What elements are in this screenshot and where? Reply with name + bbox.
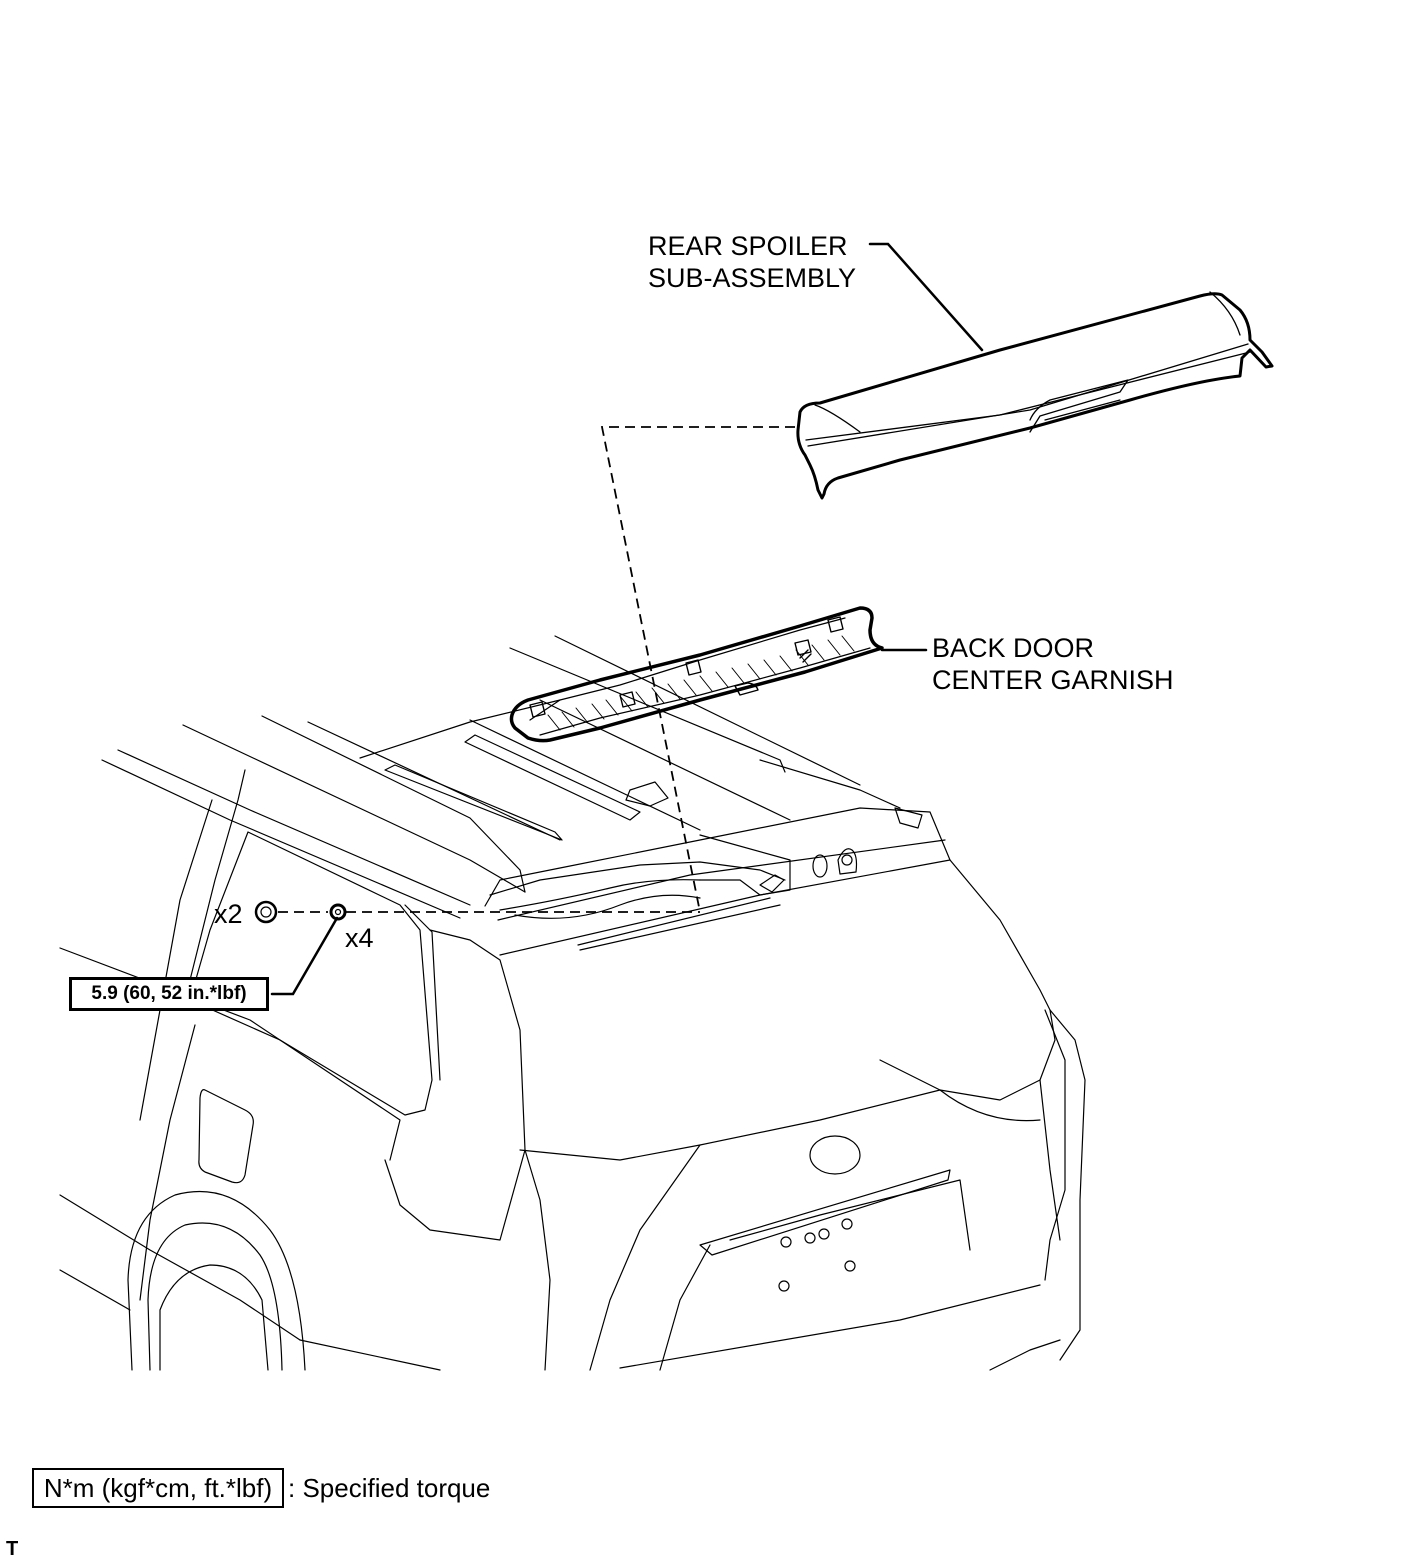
back-door-garnish-label-line2: CENTER GARNISH xyxy=(932,665,1174,695)
screw-quantity-label: x4 xyxy=(345,923,374,953)
torque-spec-box: 5.9 (60, 52 in.*lbf) xyxy=(69,977,269,1011)
fasteners xyxy=(256,902,345,922)
rear-spoiler-label-line1: REAR SPOILER xyxy=(648,231,848,261)
rear-spoiler-drawing xyxy=(798,292,1272,498)
vehicle-body xyxy=(60,636,1085,1370)
alignment-lines xyxy=(278,427,795,912)
torque-legend-description: : Specified torque xyxy=(288,1473,491,1503)
screw-icon xyxy=(331,905,345,919)
back-door-garnish-label-line1: BACK DOOR xyxy=(932,633,1095,663)
leader-lines xyxy=(272,244,982,994)
nut-quantity-label: x2 xyxy=(214,899,243,929)
torque-unit-legend-box: N*m (kgf*cm, ft.*lbf) xyxy=(32,1468,284,1508)
back-door-center-garnish-drawing xyxy=(511,608,882,741)
rear-spoiler-label-line2: SUB-ASSEMBLY xyxy=(648,263,857,293)
corner-mark: T xyxy=(6,1538,19,1560)
nut-icon xyxy=(256,902,276,922)
